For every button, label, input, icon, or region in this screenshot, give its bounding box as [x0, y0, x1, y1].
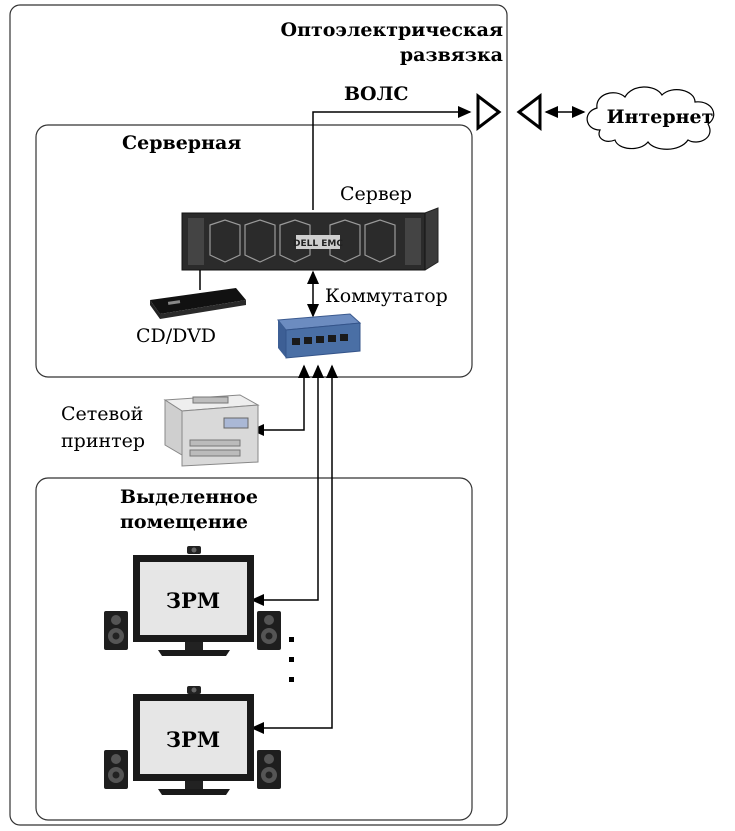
workstation-2-label: ЗРМ — [166, 727, 220, 752]
ellipsis-icon — [289, 637, 294, 682]
printer-label: Сетевой — [61, 403, 143, 425]
network-switch-icon — [277, 313, 362, 359]
triangle-left-icon — [516, 92, 542, 132]
speaker-icon — [104, 750, 128, 789]
speaker-icon — [104, 611, 128, 650]
switch-ws1-link — [250, 364, 324, 606]
cd-dvd-label: CD/DVD — [136, 325, 216, 347]
switch-ws2-link — [250, 364, 338, 734]
outer-zone — [9, 4, 508, 826]
webcam-icon — [187, 546, 201, 554]
server-brand-text: DELL EMC — [293, 239, 343, 249]
workstation-1: ЗРМ — [104, 546, 281, 656]
monitor-icon — [133, 555, 254, 656]
workstation-2: ЗРМ — [104, 686, 281, 795]
server-room-title: Серверная — [122, 132, 241, 154]
cloud-icon — [586, 86, 715, 150]
optical-isolation-label-2: развязка — [400, 44, 503, 66]
dvd-drive-icon — [150, 288, 246, 319]
switch-label: Коммутатор — [325, 285, 448, 307]
fiber-line — [312, 106, 472, 210]
speaker-icon — [257, 611, 281, 650]
printer-icon — [163, 394, 260, 467]
monitor-icon — [133, 694, 254, 795]
optical-isolation-label: Оптоэлектрическая — [281, 19, 503, 41]
rack-server-icon: DELL EMC — [181, 207, 439, 271]
switch-printer-link — [250, 364, 310, 436]
dedicated-room-title-2: помещение — [120, 511, 248, 533]
speaker-icon — [257, 750, 281, 789]
fiber-label: ВОЛС — [344, 83, 409, 105]
dedicated-room-title: Выделенное — [120, 486, 258, 508]
triangle-right-icon — [476, 92, 502, 132]
workstation-1-label: ЗРМ — [166, 588, 220, 613]
internet-label: Интернет — [607, 106, 714, 128]
printer-label-2: принтер — [61, 430, 145, 452]
server-label: Сервер — [340, 183, 412, 205]
webcam-icon — [187, 686, 201, 694]
